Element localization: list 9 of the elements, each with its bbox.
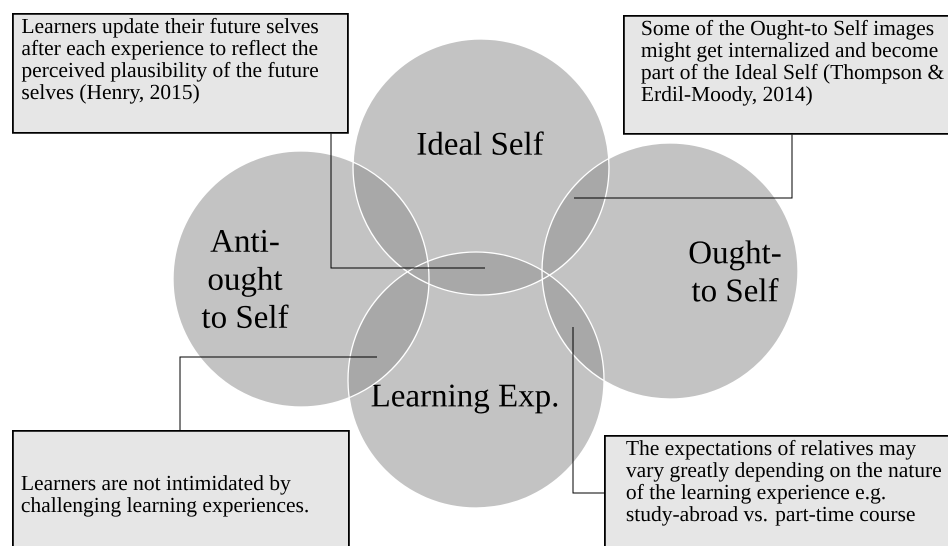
callout-box: The expectations of relatives may vary greatly depending on the nature of the learning experience e.g. study-abroad vs. part-time course bbox=[604, 434, 948, 546]
callout-box: Learners are not intimidated by challenging learning experiences. bbox=[12, 430, 350, 546]
callout-box: Some of the Ought-to Self images might get internalized and become part of the Ideal Self (Thompson & Erdil-Moody, 2014) bbox=[623, 15, 948, 135]
callout-box: Learners update their future selves after each experience to reflect the perceived plausibility of the future selves (Henry, 2015) bbox=[12, 13, 349, 134]
node-label: Ought- to Self bbox=[690, 240, 781, 302]
leader-line bbox=[572, 326, 604, 494]
leader-line bbox=[180, 356, 378, 430]
node-label: Anti- ought to Self bbox=[202, 230, 289, 328]
leader-line bbox=[574, 134, 792, 198]
